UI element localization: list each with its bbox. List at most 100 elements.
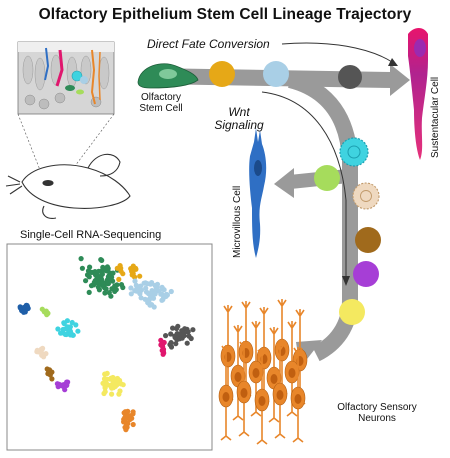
cluster-cyan	[55, 318, 81, 338]
tsne-point	[63, 331, 69, 338]
cluster-pink	[158, 337, 167, 357]
tsne-point	[160, 351, 166, 357]
direct-fate-arrow	[281, 42, 393, 63]
tsne-point	[152, 291, 158, 297]
osn-label-line1: Olfactory Sensory	[337, 402, 417, 413]
tsne-point	[22, 309, 28, 315]
cluster-green	[78, 256, 126, 299]
stem-cell-label: Olfactory Stem Cell	[126, 92, 196, 114]
cluster-purple	[54, 379, 71, 393]
sustentacular-cell	[408, 28, 428, 160]
neuron-12	[254, 349, 270, 445]
tsne-point	[104, 370, 110, 376]
tsne-point	[34, 347, 40, 353]
tsne-point	[117, 388, 123, 394]
tsne-point	[106, 290, 112, 296]
osn-label: Olfactory Sensory Neurons	[322, 402, 432, 424]
tsne-point	[120, 284, 126, 291]
tsne-point	[130, 409, 136, 415]
epithelium-inset	[17, 41, 115, 171]
tsne-point	[132, 278, 138, 284]
tsne-point	[78, 256, 84, 262]
tsne-point	[161, 339, 167, 346]
progenitor-light-green	[314, 165, 340, 191]
tsne-point	[190, 327, 196, 333]
tsne-point	[108, 383, 114, 389]
cluster-yellow-orange	[114, 263, 143, 282]
tsne-point	[137, 273, 143, 279]
tsne-point	[102, 385, 108, 391]
tsne-point	[99, 271, 105, 277]
tsne-point	[172, 334, 178, 341]
tsne-point	[61, 320, 67, 326]
neuron-6	[230, 325, 246, 421]
cluster-yellow	[100, 370, 126, 397]
tsne-point	[173, 341, 179, 347]
tsne-point	[92, 272, 99, 278]
wnt-label: Wnt Signaling	[214, 106, 264, 132]
cluster-dark-gray	[163, 323, 196, 350]
tsne-point	[110, 270, 116, 276]
cluster-brown	[44, 366, 55, 382]
progenitor-yellow-orange	[209, 61, 235, 87]
page-title: Olfactory Epithelium Stem Cell Lineage T…	[38, 6, 412, 23]
tsne-point	[73, 322, 79, 328]
tsne-point	[39, 351, 45, 357]
neuron-11	[236, 341, 252, 437]
tsne-point	[96, 268, 102, 274]
sustentacular-label: Sustentacular Cell	[430, 76, 441, 158]
mouse-head-icon	[5, 153, 131, 219]
tsne-point	[132, 288, 138, 294]
cluster-orange	[121, 408, 136, 433]
tsne-point	[168, 288, 174, 295]
tsne-point	[138, 295, 144, 301]
tsne-point	[83, 278, 89, 284]
tsne-point	[160, 347, 166, 353]
tsne-point	[75, 328, 81, 334]
tsne-point	[127, 417, 133, 423]
microvillous-label: Microvillous Cell	[232, 185, 243, 258]
tsne-point	[67, 324, 73, 330]
sustentacular-arrowhead	[390, 64, 410, 96]
tsne-point	[103, 286, 109, 292]
tsne-point	[154, 284, 160, 290]
tsne-point	[123, 427, 129, 433]
wnt-label-line2: Signaling	[214, 118, 264, 132]
progenitor-beige	[352, 182, 380, 210]
progenitor-light-blue	[263, 61, 289, 87]
tsne-point	[175, 323, 181, 329]
tsne-point	[107, 276, 114, 283]
tsne-point	[102, 290, 108, 296]
tsne-point	[86, 289, 92, 295]
tsne-point	[147, 295, 153, 301]
tsne-point	[39, 347, 45, 353]
progenitor-purple	[353, 261, 379, 287]
tsne-point	[100, 267, 107, 273]
olfactory-stem-cell	[137, 63, 199, 89]
neuron-10	[218, 345, 234, 441]
tsne-point	[91, 279, 97, 286]
tsne-point	[163, 333, 169, 339]
tsne-point	[105, 268, 111, 274]
tsne-point	[137, 291, 143, 297]
progenitor-brown	[355, 227, 381, 253]
tsne-point	[121, 419, 127, 425]
osn-label-line2: Neurons	[358, 413, 396, 424]
tsne-point	[109, 391, 115, 397]
tsne-point	[168, 331, 174, 337]
neuron-7	[248, 321, 264, 417]
tsne-point	[164, 292, 170, 298]
lineage-states	[209, 61, 381, 325]
direct-fate-label: Direct Fate Conversion	[147, 37, 270, 51]
progenitor-cyan	[339, 137, 369, 167]
neuron-14	[290, 347, 306, 443]
tsne-point	[25, 305, 31, 311]
progenitor-dark-gray	[338, 65, 362, 89]
stem-cell-label-line1: Olfactory	[140, 92, 181, 103]
tsne-point	[168, 340, 174, 346]
tsne-point	[118, 268, 124, 274]
tsne-point	[49, 376, 55, 382]
tsne-point	[21, 304, 27, 310]
tsne-point	[68, 331, 74, 337]
